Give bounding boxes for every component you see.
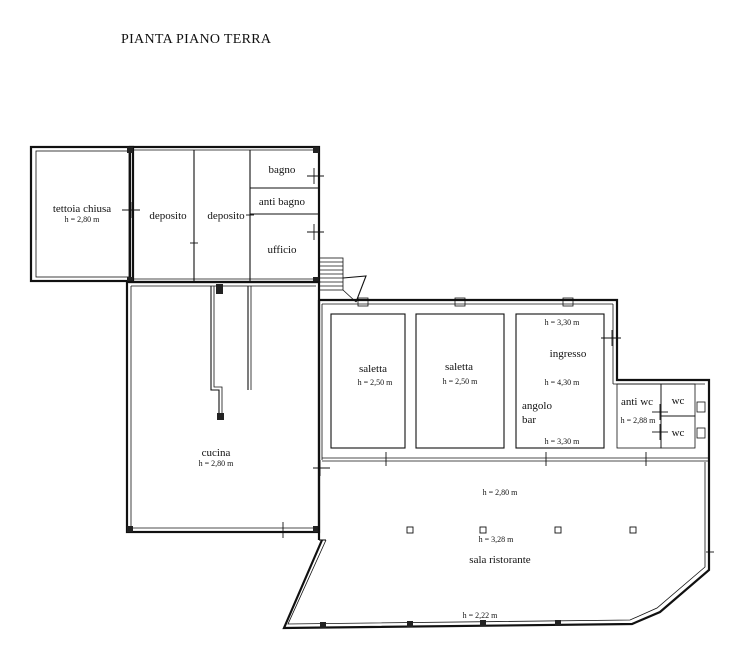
label-sala-ristorante: sala ristorante: [469, 554, 531, 566]
label-wc-1: wc: [672, 395, 685, 407]
room-cucina-walls: [125, 280, 330, 538]
label-ufficio: ufficio: [267, 244, 297, 256]
height-sala-bottom: h = 2,22 m: [463, 611, 499, 620]
height-ingresso-mid: h = 4,30 m: [545, 378, 581, 387]
height-sala-mid: h = 3,28 m: [479, 535, 515, 544]
height-ingresso-top: h = 3,30 m: [545, 318, 581, 327]
height-ingresso-bottom: h = 3,30 m: [545, 437, 581, 446]
label-wc-2: wc: [672, 427, 685, 439]
height-cucina: h = 2,80 m: [199, 459, 235, 468]
height-anti-wc: h = 2,88 m: [621, 416, 657, 425]
label-anti-bagno: anti bagno: [259, 196, 306, 208]
label-anti-wc: anti wc: [621, 396, 653, 408]
room-sala-walls: [282, 460, 714, 630]
stair: [318, 257, 367, 303]
label-bar: bar: [522, 414, 536, 426]
label-angolo: angolo: [522, 400, 552, 412]
label-tettoia: tettoia chiusa: [53, 203, 111, 215]
label-ingresso: ingresso: [550, 348, 587, 360]
label-cucina: cucina: [202, 447, 231, 459]
height-saletta-2: h = 2,50 m: [443, 377, 479, 386]
label-saletta-1: saletta: [359, 363, 387, 375]
height-saletta-1: h = 2,50 m: [358, 378, 394, 387]
label-bagno: bagno: [269, 164, 296, 176]
label-deposito-2: deposito: [207, 210, 245, 222]
height-tettoia: h = 2,80 m: [65, 215, 101, 224]
label-saletta-2: saletta: [445, 361, 473, 373]
label-deposito-1: deposito: [149, 210, 187, 222]
plan-title: PIANTA PIANO TERRA: [121, 32, 272, 47]
room-tettoia-walls: [29, 145, 135, 283]
dining-block-walls: [317, 297, 711, 540]
height-sala-top: h = 2,80 m: [483, 488, 519, 497]
